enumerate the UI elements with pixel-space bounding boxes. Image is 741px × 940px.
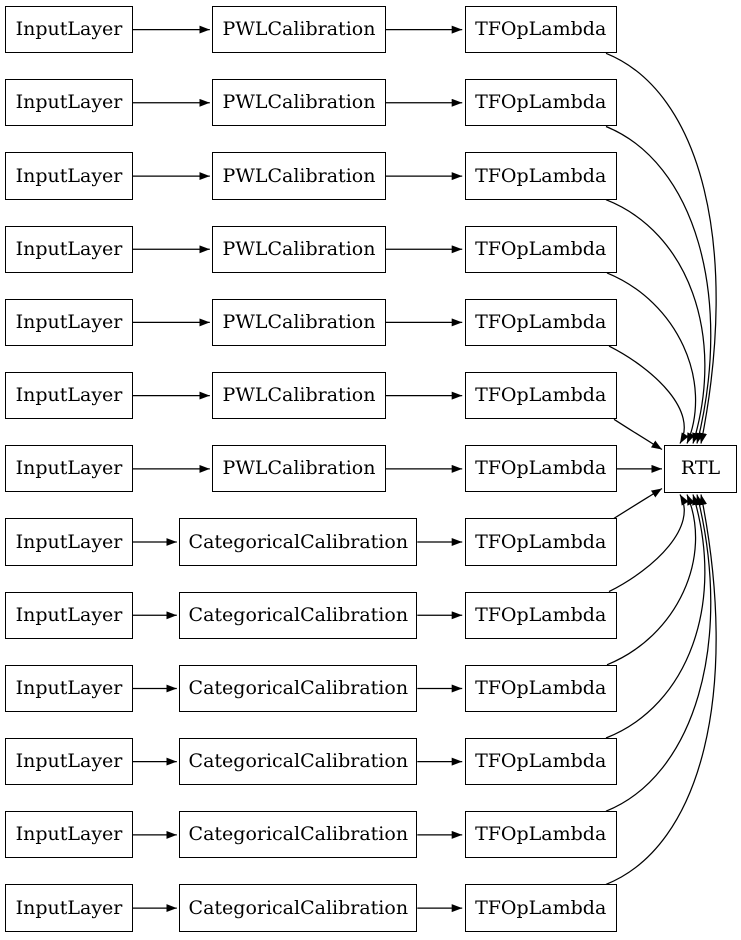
- node-input-layer: InputLayer: [5, 225, 133, 273]
- node-tfop-lambda: TFOpLambda: [464, 591, 617, 639]
- edge-lambda-to-rtl: [605, 125, 712, 444]
- node-input-layer: InputLayer: [5, 6, 133, 54]
- node-tfop-lambda: TFOpLambda: [464, 152, 617, 200]
- node-pwl-calibration: PWLCalibration: [212, 152, 386, 200]
- node-tfop-lambda: TFOpLambda: [464, 664, 617, 713]
- node-tfop-lambda: TFOpLambda: [464, 884, 617, 932]
- edge-lambda-to-rtl: [608, 345, 689, 444]
- node-pwl-calibration: PWLCalibration: [212, 372, 386, 420]
- node-input-layer: InputLayer: [5, 445, 133, 493]
- node-categorical-calibration: CategoricalCalibration: [179, 518, 418, 566]
- node-tfop-lambda: TFOpLambda: [464, 225, 617, 273]
- node-pwl-calibration: PWLCalibration: [212, 79, 386, 127]
- node-pwl-calibration: PWLCalibration: [212, 6, 386, 54]
- node-input-layer: InputLayer: [5, 811, 133, 859]
- node-pwl-calibration: PWLCalibration: [212, 445, 386, 493]
- node-input-layer: InputLayer: [5, 518, 133, 566]
- node-input-layer: InputLayer: [5, 79, 133, 127]
- node-categorical-calibration: CategoricalCalibration: [179, 884, 418, 932]
- node-input-layer: InputLayer: [5, 738, 133, 786]
- node-categorical-calibration: CategoricalCalibration: [179, 738, 418, 786]
- node-categorical-calibration: CategoricalCalibration: [179, 591, 418, 639]
- edge-lambda-to-rtl: [613, 487, 663, 519]
- node-tfop-lambda: TFOpLambda: [464, 518, 617, 566]
- node-tfop-lambda: TFOpLambda: [464, 738, 617, 786]
- node-input-layer: InputLayer: [5, 152, 133, 200]
- edge-lambda-to-rtl: [605, 494, 717, 885]
- node-input-layer: InputLayer: [5, 298, 133, 347]
- node-pwl-calibration: PWLCalibration: [212, 225, 386, 273]
- node-tfop-lambda: TFOpLambda: [464, 372, 617, 420]
- node-tfop-lambda: TFOpLambda: [464, 79, 617, 127]
- edge-lambda-to-rtl: [605, 199, 706, 444]
- edge-lambda-to-rtl: [608, 494, 689, 593]
- edge-lambda-to-rtl: [606, 272, 697, 444]
- node-categorical-calibration: CategoricalCalibration: [179, 664, 418, 713]
- edge-lambda-to-rtl: [605, 494, 706, 739]
- node-tfop-lambda: TFOpLambda: [464, 6, 617, 54]
- node-tfop-lambda: TFOpLambda: [464, 298, 617, 347]
- node-pwl-calibration: PWLCalibration: [212, 298, 386, 347]
- edge-lambda-to-rtl: [613, 418, 663, 451]
- node-input-layer: InputLayer: [5, 591, 133, 639]
- node-rtl: RTL: [664, 444, 737, 494]
- node-input-layer: InputLayer: [5, 884, 133, 932]
- edge-lambda-to-rtl: [606, 494, 697, 666]
- node-input-layer: InputLayer: [5, 664, 133, 713]
- edge-lambda-to-rtl: [605, 52, 717, 444]
- node-tfop-lambda: TFOpLambda: [464, 445, 617, 493]
- node-input-layer: InputLayer: [5, 372, 133, 420]
- node-categorical-calibration: CategoricalCalibration: [179, 811, 418, 859]
- edge-lambda-to-rtl: [605, 494, 712, 812]
- node-tfop-lambda: TFOpLambda: [464, 811, 617, 859]
